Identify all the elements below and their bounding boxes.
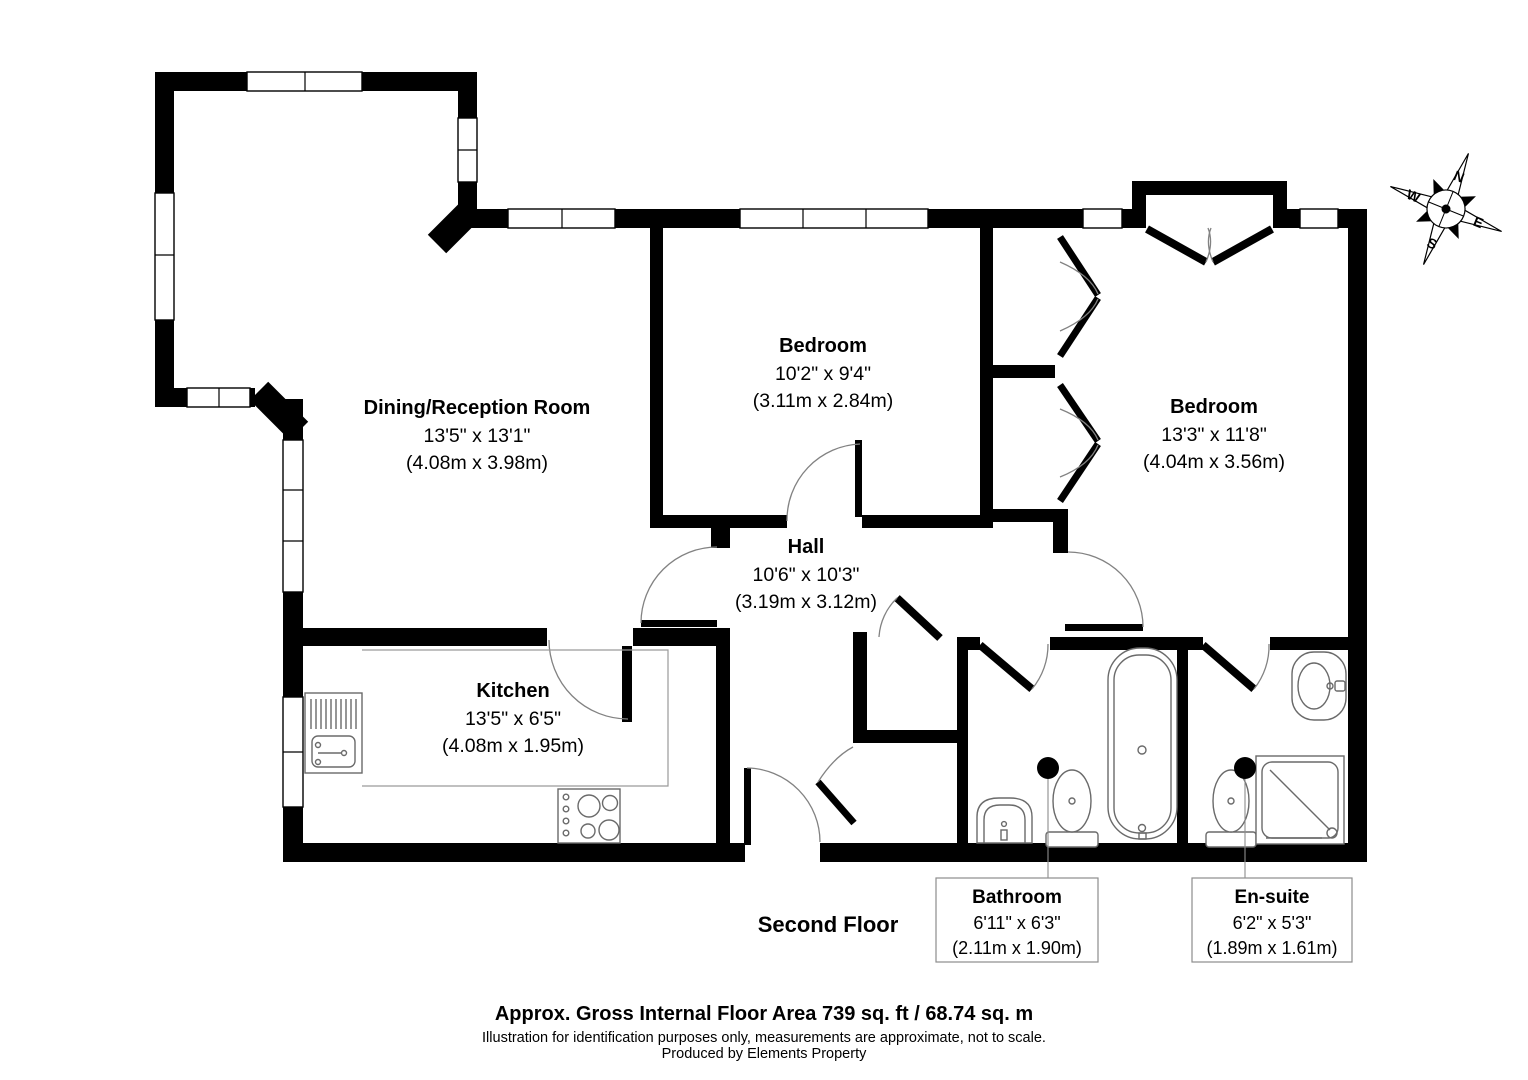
wall-segment	[650, 515, 787, 528]
wall-segment	[980, 228, 993, 528]
wall-segment	[650, 209, 663, 528]
door-entrance	[744, 767, 821, 845]
hall-size: 10'6" x 10'3"	[753, 564, 860, 586]
double-door-alcove	[1145, 225, 1274, 266]
ensuite-label-box	[1191, 877, 1353, 963]
windows	[154, 71, 1339, 808]
compass-rose: N E S W	[1390, 153, 1502, 265]
wall-segment	[957, 637, 980, 650]
bathroom-washbasin	[976, 797, 1033, 844]
bathroom-label-box	[935, 877, 1099, 963]
ensuite-metric: (1.89m x 1.61m)	[1206, 938, 1337, 958]
door-bedroom-2	[1065, 551, 1144, 631]
hall-metric: (3.19m x 3.12m)	[735, 591, 877, 613]
wall-segment	[853, 632, 867, 743]
bathroom-toilet	[1045, 769, 1099, 848]
door-ensuite	[1200, 641, 1270, 693]
door-storage-cupboard	[815, 746, 857, 826]
bedroom1-size: 10'2" x 9'4"	[775, 363, 871, 385]
door-bathroom	[977, 641, 1049, 693]
bathtub	[1107, 647, 1178, 840]
bedroom1-name: Bedroom	[779, 335, 867, 357]
wall-segment	[1050, 637, 1203, 650]
doors	[548, 225, 1274, 845]
shower-tray	[1255, 755, 1345, 845]
footer-area-line: Approx. Gross Internal Floor Area 739 sq…	[495, 1003, 1033, 1025]
wall-segment	[711, 528, 730, 548]
ensuite-leader-dot	[1234, 757, 1256, 779]
ensuite-name: En-suite	[1235, 887, 1310, 908]
kitchen-metric: (4.08m x 1.95m)	[442, 735, 584, 757]
footer-producer-line: Produced by Elements Property	[662, 1046, 867, 1062]
window	[282, 439, 304, 593]
kitchen-name: Kitchen	[476, 680, 549, 702]
wall-segment	[1177, 637, 1188, 843]
window	[739, 208, 929, 229]
wall-segment	[993, 365, 1055, 378]
wall-segment	[957, 637, 968, 843]
window	[1082, 208, 1123, 229]
closet-door-top	[1057, 235, 1101, 358]
bedroom2-name: Bedroom	[1170, 396, 1258, 418]
footer-disclaimer-line: Illustration for identification purposes…	[482, 1030, 1046, 1046]
wall-segment	[1132, 181, 1287, 195]
ensuite-toilet	[1205, 769, 1257, 848]
kitchen-size: 13'5" x 6'5"	[465, 708, 561, 730]
wall-segment	[862, 515, 993, 528]
closet-door-bottom	[1057, 383, 1101, 503]
wall-segment	[283, 843, 745, 862]
bedroom1-metric: (3.11m x 2.84m)	[753, 390, 894, 412]
footer: Approx. Gross Internal Floor Area 739 sq…	[482, 1003, 1046, 1062]
label-leaders	[935, 757, 1353, 963]
wall-segment	[853, 730, 960, 743]
door-bedroom-1	[786, 440, 862, 522]
fixtures	[304, 647, 1347, 848]
hob	[557, 788, 621, 844]
compass-center-dot	[1441, 204, 1451, 214]
door-dining	[640, 546, 718, 627]
wall-segment	[1273, 181, 1287, 228]
bedroom2-metric: (4.04m x 3.56m)	[1143, 451, 1285, 473]
wall-segment	[1053, 509, 1068, 553]
ensuite-washbasin	[1291, 651, 1347, 721]
bathroom-name: Bathroom	[972, 887, 1062, 908]
dining-room-name: Dining/Reception Room	[364, 397, 591, 419]
wall-segment	[1270, 637, 1350, 650]
wall-segment	[633, 628, 718, 646]
bathroom-metric: (2.11m x 1.90m)	[952, 938, 1082, 958]
wall-segment	[820, 843, 1367, 862]
door-inner-lobby	[878, 595, 943, 641]
floor-title: Second Floor	[758, 912, 899, 937]
room-labels: Dining/Reception Room 13'5" x 13'1" (4.0…	[364, 335, 1338, 958]
door-kitchen	[548, 639, 632, 722]
window	[1299, 208, 1339, 229]
bathroom-size: 6'11" x 6'3"	[973, 913, 1060, 933]
wall-segment	[993, 509, 1055, 522]
kitchen-sink	[304, 692, 363, 774]
wall-segment	[716, 628, 730, 843]
window	[154, 192, 175, 321]
bathroom-leader-dot	[1037, 757, 1059, 779]
wall-segment	[1348, 209, 1367, 862]
ensuite-size: 6'2" x 5'3"	[1233, 913, 1312, 933]
wall-segment	[303, 628, 547, 646]
wall-segment	[1132, 181, 1146, 228]
bedroom2-size: 13'3" x 11'8"	[1161, 424, 1267, 446]
hall-name: Hall	[788, 536, 825, 558]
dining-room-metric: (4.08m x 3.98m)	[406, 452, 548, 474]
compass-s-label: S	[1425, 234, 1440, 252]
dining-room-size: 13'5" x 13'1"	[424, 425, 531, 447]
kitchen-worktop	[362, 649, 669, 787]
